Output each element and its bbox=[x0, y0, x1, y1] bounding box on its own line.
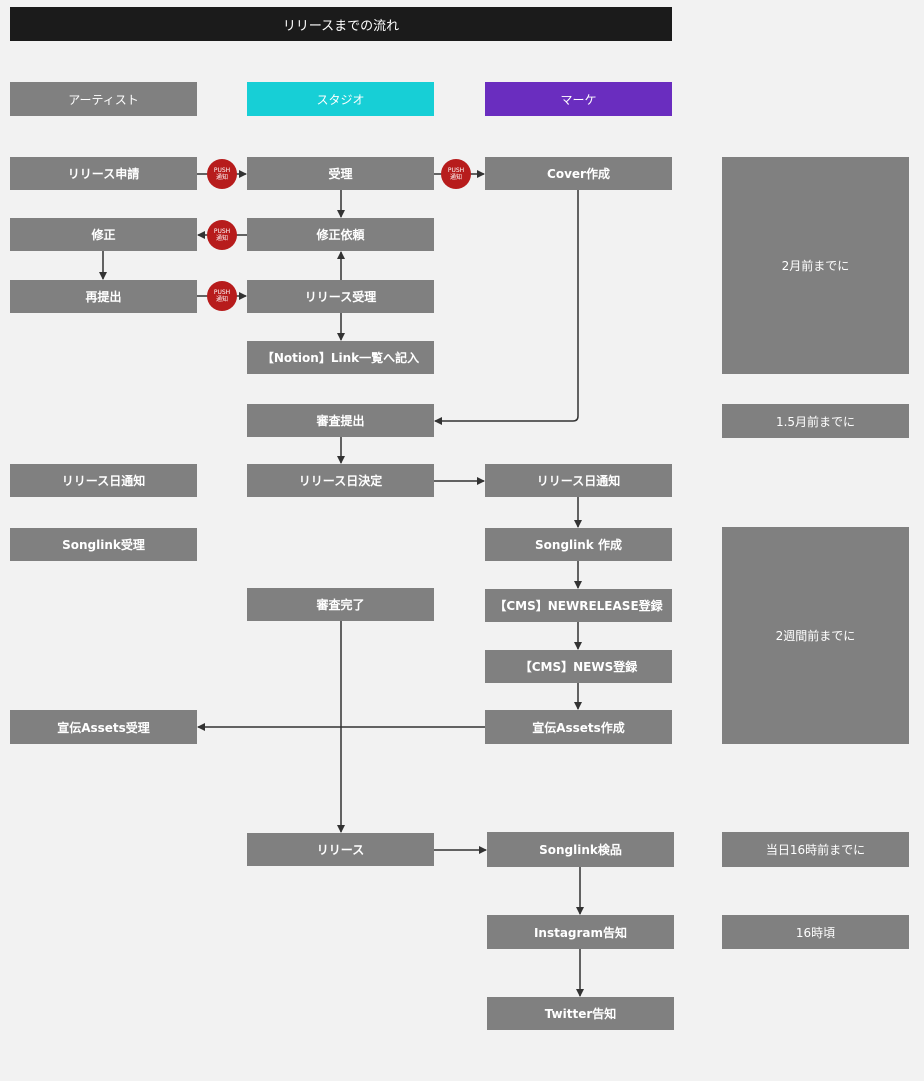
push-badge-label: PUSH bbox=[213, 228, 231, 235]
push-badge-resubmit: PUSH 通知 bbox=[207, 281, 237, 311]
node-cover: Cover作成 bbox=[485, 157, 672, 190]
push-badge-fix: PUSH 通知 bbox=[207, 220, 237, 250]
node-fix: 修正 bbox=[10, 218, 197, 251]
node-fix-request: 修正依頼 bbox=[247, 218, 434, 251]
node-review-complete: 審査完了 bbox=[247, 588, 434, 621]
push-badge-label: PUSH bbox=[447, 167, 465, 174]
node-assets-create: 宣伝Assets作成 bbox=[485, 710, 672, 744]
diagram-title: リリースまでの流れ bbox=[10, 7, 672, 41]
node-resubmit: 再提出 bbox=[10, 280, 197, 313]
deadline-two-weeks: 2週間前までに bbox=[722, 527, 909, 744]
node-songlink-receive: Songlink受理 bbox=[10, 528, 197, 561]
node-release-date-decide: リリース日決定 bbox=[247, 464, 434, 497]
node-release-accept: リリース受理 bbox=[247, 280, 434, 313]
node-accept: 受理 bbox=[247, 157, 434, 190]
node-review-submit: 審査提出 bbox=[247, 404, 434, 437]
node-release-request: リリース申請 bbox=[10, 157, 197, 190]
deadline-one-half-months: 1.5月前までに bbox=[722, 404, 909, 438]
node-notion-entry: 【Notion】Link一覧へ記入 bbox=[247, 341, 434, 374]
node-marketing-release-date-notice: リリース日通知 bbox=[485, 464, 672, 497]
node-instagram: Instagram告知 bbox=[487, 915, 674, 949]
node-release: リリース bbox=[247, 833, 434, 866]
push-badge-accept: PUSH 通知 bbox=[441, 159, 471, 189]
lane-header-artist: アーティスト bbox=[10, 82, 197, 116]
push-badge-label: PUSH bbox=[213, 289, 231, 296]
deadline-same-day: 当日16時前までに bbox=[722, 832, 909, 867]
push-badge-sublabel: 通知 bbox=[215, 174, 228, 181]
node-assets-receive: 宣伝Assets受理 bbox=[10, 710, 197, 744]
push-badge-label: PUSH bbox=[213, 167, 231, 174]
node-songlink-create: Songlink 作成 bbox=[485, 528, 672, 561]
push-badge-sublabel: 通知 bbox=[449, 174, 462, 181]
arrow-cover-to-review-submit bbox=[434, 190, 579, 425]
push-badge-request: PUSH 通知 bbox=[207, 159, 237, 189]
deadline-two-months: 2月前までに bbox=[722, 157, 909, 374]
node-cms-newrelease: 【CMS】NEWRELEASE登録 bbox=[485, 589, 672, 622]
node-cms-news: 【CMS】NEWS登録 bbox=[485, 650, 672, 683]
lane-header-marketing: マーケ bbox=[485, 82, 672, 116]
push-badge-sublabel: 通知 bbox=[215, 235, 228, 242]
deadline-around-16: 16時頃 bbox=[722, 915, 909, 949]
push-badge-sublabel: 通知 bbox=[215, 296, 228, 303]
node-songlink-check: Songlink検品 bbox=[487, 832, 674, 867]
node-artist-release-date-notice: リリース日通知 bbox=[10, 464, 197, 497]
node-twitter: Twitter告知 bbox=[487, 997, 674, 1030]
lane-header-studio: スタジオ bbox=[247, 82, 434, 116]
